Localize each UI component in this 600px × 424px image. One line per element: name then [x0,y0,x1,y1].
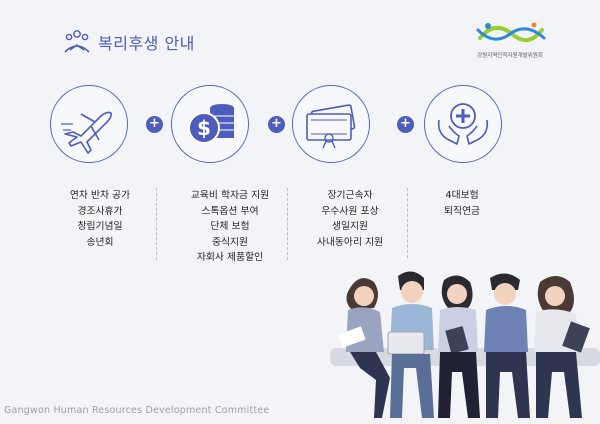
airplane-icon [61,111,112,154]
benefit-item: 생일지원 [331,221,369,232]
benefit-list-financial: 교육비 학자금 지원 스톡옵션 부여 단체 보험 중식지원 자회사 제품할인 [170,188,290,266]
benefit-circle-reward [292,85,370,163]
benefit-item: 경조사휴가 [77,205,123,217]
page-header: 복리후생 안내 [62,28,195,56]
page-title: 복리후생 안내 [98,34,195,53]
benefit-item: 단체 보험 [210,221,250,232]
benefit-item: 송년회 [86,236,114,248]
plus-icon: + [397,116,414,133]
person-figure [338,278,390,418]
benefit-list-leave: 연차 반차 공가 경조사휴가 창립기념일 송년회 [40,188,160,250]
logo-mark-icon [476,22,546,42]
benefit-circle-financial: $ [171,85,249,163]
benefit-item: 스톡옵션 부여 [201,205,259,217]
benefit-item: 장기근속자 [327,190,373,201]
svg-text:$: $ [197,116,211,140]
footer-text: Gangwon Human Resources Development Comm… [4,405,270,416]
benefit-item: 자회사 제품할인 [196,252,264,263]
column-divider [287,188,288,260]
person-figure [438,275,480,418]
benefit-item: 창립기념일 [77,221,123,232]
benefit-item: 우수사원 포상 [321,205,379,217]
benefit-list-reward: 장기근속자 우수사원 포상 생일지원 사내동아리 지원 [290,188,410,250]
plus-icon: + [146,116,163,133]
benefit-list-insurance: 4대보험 퇴직연금 [402,188,522,219]
benefit-item: 4대보험 [445,190,479,201]
gift-voucher-icon [306,104,356,149]
column-divider [156,188,157,260]
benefit-item: 교육비 학자금 지원 [190,190,270,201]
people-hands-icon [64,30,90,53]
benefit-item: 중식지원 [211,236,249,248]
coin-stack-icon: $ [188,104,234,144]
health-care-icon [437,103,489,145]
benefit-item: 연차 반차 공가 [69,190,131,201]
person-figure [484,273,530,418]
people-illustration [330,271,600,418]
benefit-item: 퇴직연금 [443,205,481,217]
person-figure [534,276,590,418]
column-divider [407,188,408,258]
benefit-item: 사내동아리 지원 [316,236,384,248]
benefit-circle-leave [50,85,128,163]
benefit-circle-insurance [424,85,502,163]
org-logo: 강원지역인적자원개발위원회 [450,16,570,62]
org-name: 강원지역인적자원개발위원회 [477,53,543,59]
plus-icon: + [268,116,285,133]
person-figure [387,271,434,418]
